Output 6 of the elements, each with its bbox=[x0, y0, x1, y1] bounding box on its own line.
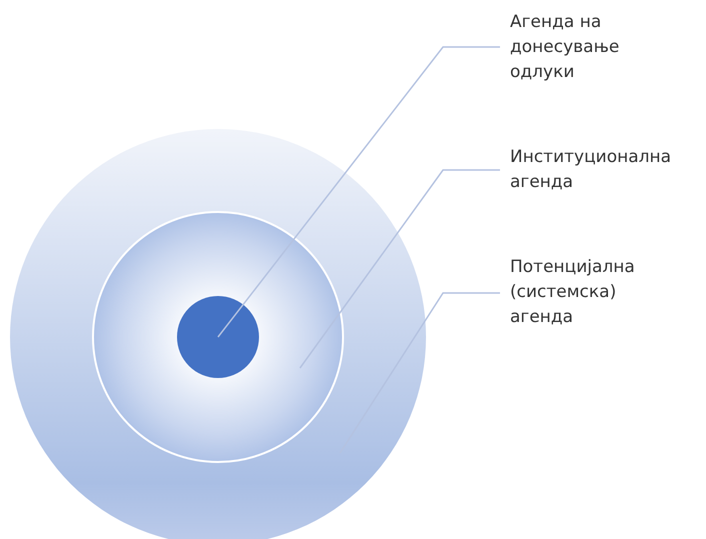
callout-label: Агенда на донесување одлуки bbox=[510, 10, 675, 85]
callout-label: Потенцијална (системска) агенда bbox=[510, 255, 675, 330]
leader-line bbox=[299, 169, 500, 368]
leader-line bbox=[217, 46, 500, 338]
callout-label: Институционална агенда bbox=[510, 145, 675, 195]
leader-line bbox=[339, 292, 500, 454]
